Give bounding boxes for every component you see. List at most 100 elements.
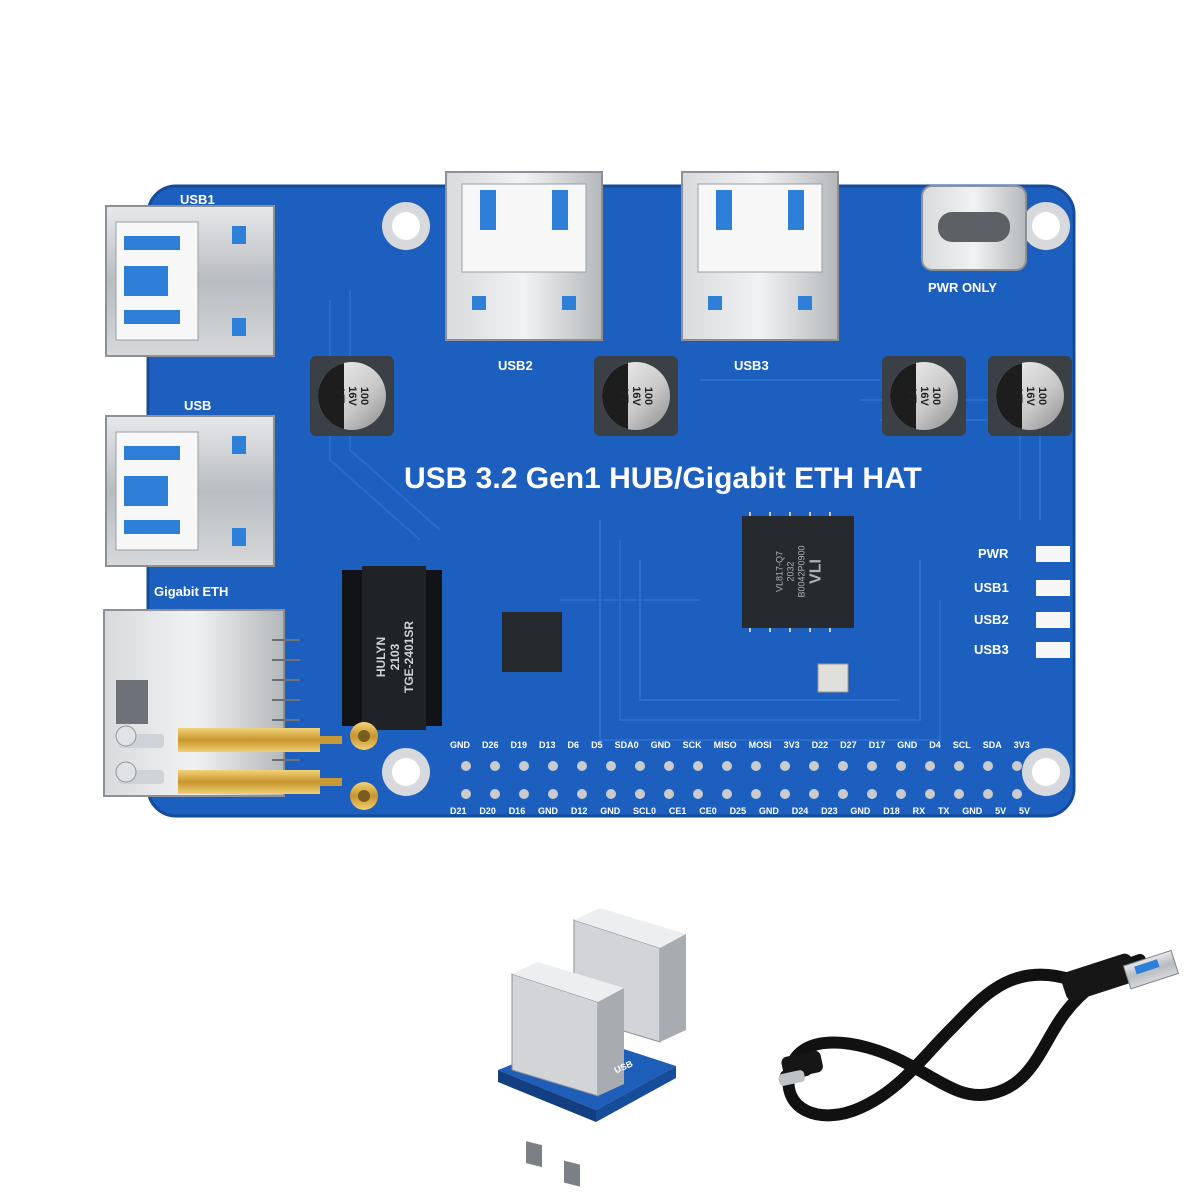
gpio-pin-label: D13	[539, 740, 556, 750]
gpio-pad	[519, 789, 529, 799]
ethernet-jack	[103, 609, 300, 797]
gpio-pin-label: D24	[791, 806, 809, 816]
gpio-pad	[867, 789, 877, 799]
magnetics-module	[342, 566, 442, 730]
gpio-pad	[925, 761, 935, 771]
gpio-pad	[896, 761, 906, 771]
usb-c-port	[921, 185, 1027, 271]
gpio-pad	[693, 789, 703, 799]
led-label-usb1: USB1	[974, 580, 1009, 595]
led-indicators	[1036, 546, 1070, 658]
usb-a-plug	[1061, 949, 1180, 1001]
gpio-pad	[722, 789, 732, 799]
gpio-pin-label: GND	[897, 740, 918, 750]
gpio-pad	[1012, 761, 1022, 771]
gpio-pin-label: D18	[883, 806, 900, 816]
usb1-port	[105, 205, 275, 357]
gpio-pad	[635, 789, 645, 799]
screw-set	[115, 725, 164, 784]
gpio-pin-label: D16	[508, 806, 526, 816]
gpio-pin-label: SDA	[982, 740, 1002, 750]
gpio-pad	[838, 761, 848, 771]
usb-port	[105, 415, 275, 567]
gpio-pad	[809, 789, 819, 799]
gpio-pin-label: CE1	[668, 806, 687, 816]
gpio-pad	[577, 761, 587, 771]
gpio-pad	[1012, 789, 1022, 799]
gpio-pad	[751, 789, 761, 799]
gpio-pin-label: D26	[482, 740, 499, 750]
gpio-pin-label: 3V3	[783, 740, 800, 750]
gpio-pad	[490, 789, 500, 799]
gpio-pad	[954, 789, 964, 799]
mounting-holes	[382, 202, 1070, 796]
gpio-pad	[577, 789, 587, 799]
gpio-pin-label: D5	[591, 740, 603, 750]
gpio-pad	[983, 789, 993, 799]
gpio-pin-label: GND	[962, 806, 983, 816]
standoffs	[178, 728, 342, 794]
gpio-pin-label: GND	[850, 806, 871, 816]
gpio-pad	[983, 761, 993, 771]
gpio-pad	[519, 761, 529, 771]
gpio-pad	[461, 761, 471, 771]
gpio-pad	[664, 761, 674, 771]
eth-label: Gigabit ETH	[154, 584, 229, 599]
gpio-header	[461, 761, 1022, 799]
gpio-pin-label: D27	[840, 740, 857, 750]
gpio-pin-label: GND	[600, 806, 621, 816]
gpio-pad	[548, 761, 558, 771]
gpio-pin-label: 5V	[995, 806, 1007, 816]
gpio-pad	[751, 761, 761, 771]
usb-bridge-adapter	[498, 908, 686, 1187]
gpio-pin-label: D12	[570, 806, 588, 816]
gpio-pin-label: SCL0	[633, 806, 657, 816]
usb2-port	[445, 171, 603, 341]
gpio-pin-label: D25	[729, 806, 747, 816]
gpio-pad	[548, 789, 558, 799]
board-title: USB 3.2 Gen1 HUB/Gigabit ETH HAT	[404, 462, 922, 495]
gpio-pin-label: 3V3	[1013, 740, 1030, 750]
gpio-pin-label: D17	[868, 740, 886, 750]
usb3-port	[681, 171, 839, 341]
crystal	[817, 663, 849, 693]
gpio-pin-label: GND	[450, 740, 470, 750]
usb-c-plug	[778, 1050, 823, 1086]
gpio-pad	[693, 761, 703, 771]
gpio-pin-label: GND	[650, 740, 671, 750]
pwr-only-label: PWR ONLY	[928, 280, 997, 295]
gpio-pad	[780, 789, 790, 799]
gpio-pin-label: GND	[538, 806, 559, 816]
gpio-pin-label: D20	[479, 806, 496, 816]
gpio-pad	[780, 761, 790, 771]
gpio-pin-label: D6	[567, 740, 580, 750]
gpio-pin-label: GND	[758, 806, 779, 816]
gpio-pad	[490, 761, 500, 771]
gpio-pin-label: D21	[450, 806, 467, 816]
gpio-pin-label: D22	[811, 740, 829, 750]
usb3-label: USB3	[734, 358, 769, 373]
gpio-pin-label: SDA0	[614, 740, 639, 750]
gpio-pad	[606, 761, 616, 771]
led-label-usb2: USB2	[974, 612, 1009, 627]
capacitors	[310, 356, 1072, 436]
eth-controller-chip	[502, 612, 562, 672]
gpio-pad	[954, 761, 964, 771]
hex-nuts	[350, 722, 378, 810]
gpio-pad	[838, 789, 848, 799]
gpio-pad	[722, 761, 732, 771]
gpio-pad	[809, 761, 819, 771]
hub-chip	[742, 512, 854, 632]
gpio-pad	[896, 789, 906, 799]
gpio-pin-label: D19	[510, 740, 528, 750]
gpio-pin-label: MISO	[713, 740, 737, 750]
gpio-pin-label: SCK	[682, 740, 702, 750]
